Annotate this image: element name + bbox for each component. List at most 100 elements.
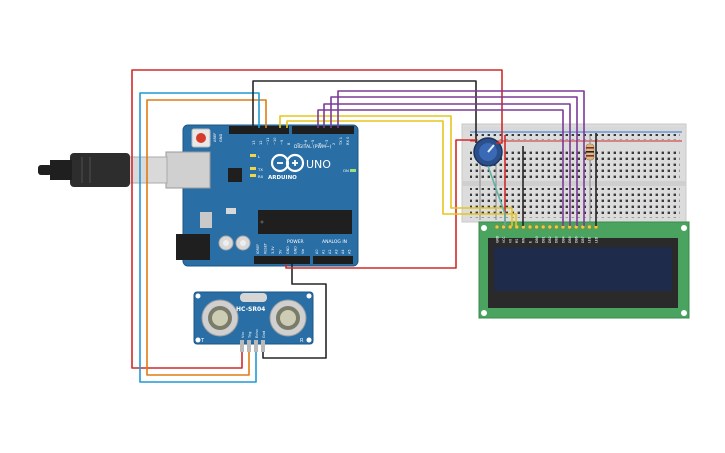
wire-purple-4 — [337, 90, 585, 226]
digital-pin-label: TX 1 — [339, 137, 343, 146]
lcd-pin-pad[interactable] — [587, 224, 592, 230]
analog-pin-label: A5 — [348, 250, 352, 254]
lcd-pin-pad[interactable] — [540, 224, 546, 230]
aref-label: AREF — [213, 133, 217, 142]
digital-pin-label: 12 — [259, 140, 263, 145]
power-pin-label: RESET — [264, 242, 268, 254]
arduino-logo-icon — [270, 153, 305, 173]
wire-red-5v — [285, 139, 476, 269]
wire-purple-2 — [323, 103, 571, 226]
sensor-pin-label: Trig — [248, 332, 252, 339]
analog-header — [313, 256, 353, 264]
wire-black-gnd — [262, 264, 327, 359]
on-label: ON — [343, 168, 349, 173]
digital-pin-label: 2 — [332, 143, 336, 145]
lcd-pin-label: V0 — [509, 239, 513, 243]
wire-black-gnd-top — [252, 80, 477, 143]
lcd-pin-label: DB6 — [575, 236, 579, 243]
wire-purple-3 — [330, 96, 578, 226]
lcd-pin-pad[interactable] — [534, 224, 539, 230]
digital-header-right — [292, 126, 354, 134]
lcd-pin-label: DB4 — [561, 236, 565, 243]
usb-chip — [228, 168, 242, 182]
lcd-pin-label: DB3 — [555, 236, 559, 243]
arduino-uno-board: UNO ARDUINO DIGITAL (PWM~) POWER ANALOG … — [165, 124, 359, 267]
analog-pin-label: A4 — [341, 250, 345, 254]
transducer-right — [269, 299, 307, 337]
board-model: UNO — [306, 158, 331, 171]
sensor-pin-label: Vcc — [241, 332, 245, 338]
wire-yellow-rs — [279, 115, 513, 226]
digital-pin-label: ~10 — [273, 137, 277, 145]
atmega-chip — [258, 210, 352, 234]
analog-label: ANALOG IN — [322, 239, 347, 245]
lcd-pin-label: DB1 — [542, 236, 546, 243]
lcd-pin-label: LED — [588, 236, 592, 243]
lcd-pin-label: DB5 — [568, 236, 572, 243]
reset-button-icon[interactable] — [191, 128, 211, 148]
wires — [131, 69, 597, 383]
resistor-icon — [585, 136, 595, 222]
crystal — [200, 212, 212, 228]
sensor-t-mark: T — [200, 338, 205, 344]
digital-pin-label: 8 — [287, 142, 291, 145]
sensor-pin-label: Gnd — [262, 331, 266, 338]
wire-blue-echo — [139, 92, 260, 383]
sensor-pin-label: Echo — [255, 329, 259, 338]
tx-label: TX — [257, 167, 263, 172]
lcd-screen — [494, 247, 672, 291]
digital-pin-label: ~9 — [280, 139, 284, 145]
power-pin-label: 5V — [279, 249, 283, 254]
lcd-pin-pad[interactable] — [547, 224, 553, 230]
digital-pin-label: ~6 — [304, 139, 308, 145]
lcd-pin-label: GND — [495, 235, 499, 243]
lcd-pin-label: DB0 — [535, 236, 539, 243]
power-pin-label: Vin — [301, 249, 305, 254]
lcd-pin-label: DB2 — [548, 236, 552, 243]
digital-header-left — [229, 126, 289, 134]
power-jack — [176, 234, 210, 260]
power-label: POWER — [287, 239, 304, 245]
wire-purple-1 — [317, 109, 564, 226]
board-logo-text: ARDUINO — [268, 175, 297, 181]
sensor-name: HC-SR04 — [236, 306, 265, 313]
power-pin-label: GND — [294, 246, 298, 254]
power-header — [254, 256, 310, 264]
lcd-pin-pad[interactable] — [554, 224, 559, 230]
digital-pin-label: ~5 — [311, 140, 315, 145]
capacitor-icon — [218, 235, 251, 251]
lcd-pin-label: VCC — [502, 236, 506, 243]
wire-yellow-e — [286, 120, 517, 226]
l-label: L — [258, 154, 261, 159]
usb-plug-icon — [38, 153, 168, 187]
wire-orange-trig — [146, 99, 267, 376]
lcd-pin-pad[interactable] — [494, 224, 500, 230]
power-pin-label: GND — [286, 246, 290, 254]
lcd-pin-pad[interactable] — [527, 224, 533, 230]
digital-pin-label: ~3 — [325, 140, 329, 145]
lcd-pin-label: DB7 — [581, 236, 585, 243]
digital-pin-label: ~11 — [266, 137, 270, 145]
transducer-left — [201, 299, 239, 337]
wire-teal-v0 — [487, 165, 506, 226]
lcd-pin-label: RW — [522, 237, 526, 243]
analog-pin-label: A3 — [335, 250, 339, 254]
analog-pin-label: A0 — [315, 250, 319, 254]
lcd-pin-label: LED — [594, 236, 598, 243]
analog-pin-label: A2 — [328, 250, 332, 254]
sensor-r-mark: R — [300, 338, 304, 344]
usb-port — [165, 151, 211, 189]
digital-label: DIGITAL (PWM~) — [294, 144, 332, 150]
rx-label: RX — [258, 174, 264, 179]
lcd-pin-label: E — [528, 241, 532, 243]
lcd-pin-label: RS — [515, 239, 519, 243]
